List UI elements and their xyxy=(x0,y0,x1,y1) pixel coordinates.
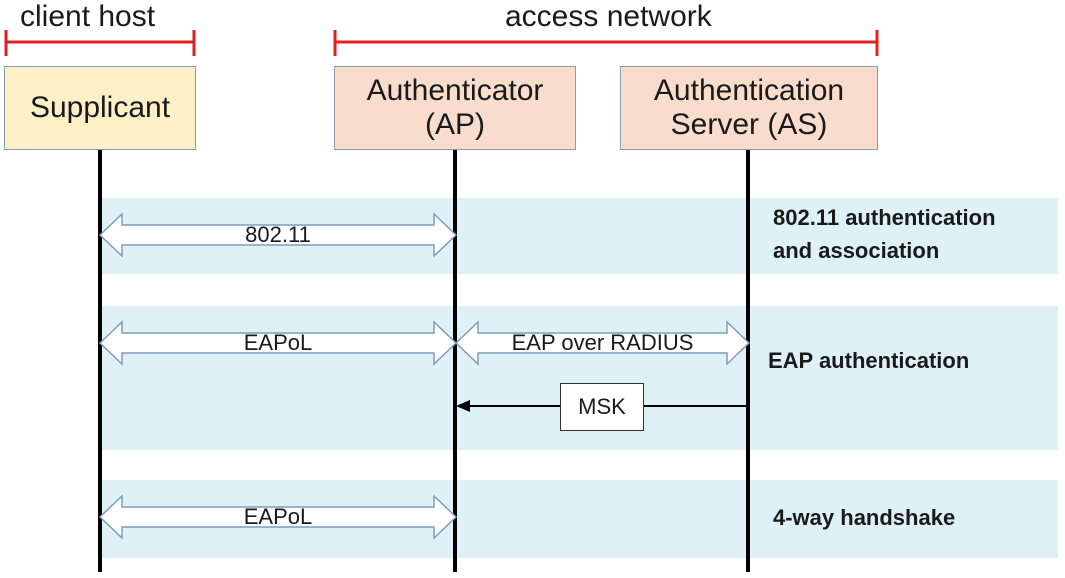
access-network-label: access network xyxy=(505,0,712,33)
arrow-eapol-2 xyxy=(98,494,458,540)
msk-arrowhead xyxy=(456,400,470,412)
msg-eapol-1-label: EAPoL xyxy=(243,330,313,355)
auth-server-label: Authentication Server (AS) xyxy=(653,74,845,141)
authenticator-label: Authenticator (AP) xyxy=(366,74,544,141)
msg-eapol-2-label: EAPoL xyxy=(243,504,313,529)
msk-label: MSK xyxy=(578,394,626,419)
client-host-label: client host xyxy=(20,0,156,33)
arrow-eap-over-radius xyxy=(454,320,751,366)
msg-eap-over-radius-label: EAP over RADIUS xyxy=(511,330,694,355)
arrow-802-11 xyxy=(98,212,458,258)
supplicant-label: Supplicant xyxy=(29,91,171,125)
msk-box: MSK xyxy=(560,383,644,431)
access-network-bracket xyxy=(333,30,879,56)
authenticator-actor: Authenticator (AP) xyxy=(334,66,576,150)
supplicant-actor: Supplicant xyxy=(4,66,196,150)
band-label-handshake: 4-way handshake xyxy=(773,505,956,530)
band-label-association: 802.11 authentication and association xyxy=(773,205,996,263)
msg-802-11-label: 802.11 xyxy=(245,222,311,247)
band-label-eap: EAP authentication xyxy=(768,348,970,373)
client-host-bracket xyxy=(4,30,196,56)
auth-server-actor: Authentication Server (AS) xyxy=(620,66,878,150)
